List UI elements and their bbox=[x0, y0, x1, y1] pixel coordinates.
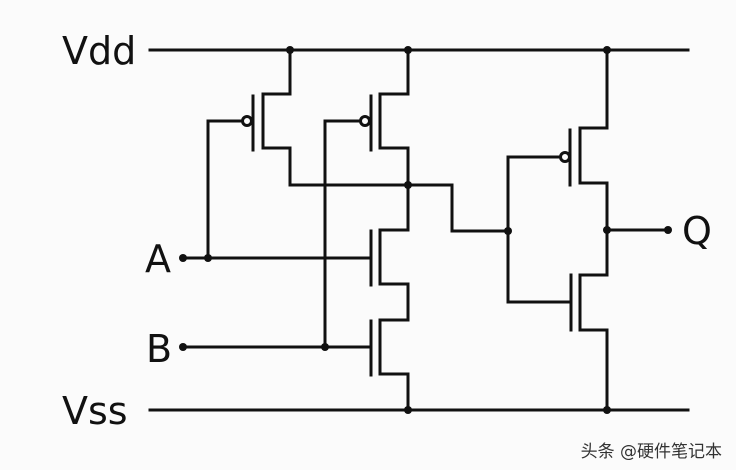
vss-label: Vss bbox=[62, 389, 128, 433]
pmos-b bbox=[323, 48, 410, 349]
input-a-label: A bbox=[145, 237, 171, 281]
nmos-a bbox=[181, 183, 410, 322]
watermark: 头条 @硬件笔记本 bbox=[580, 442, 722, 462]
inverter bbox=[506, 48, 670, 412]
power-rails bbox=[148, 48, 690, 412]
nmos-b bbox=[181, 318, 410, 412]
output-q-label: Q bbox=[682, 209, 712, 253]
pmos-a bbox=[206, 48, 292, 260]
junction-dots bbox=[179, 46, 672, 414]
input-b-label: B bbox=[146, 327, 172, 371]
nand-output-wire bbox=[288, 183, 510, 233]
vdd-label: Vdd bbox=[62, 29, 136, 73]
